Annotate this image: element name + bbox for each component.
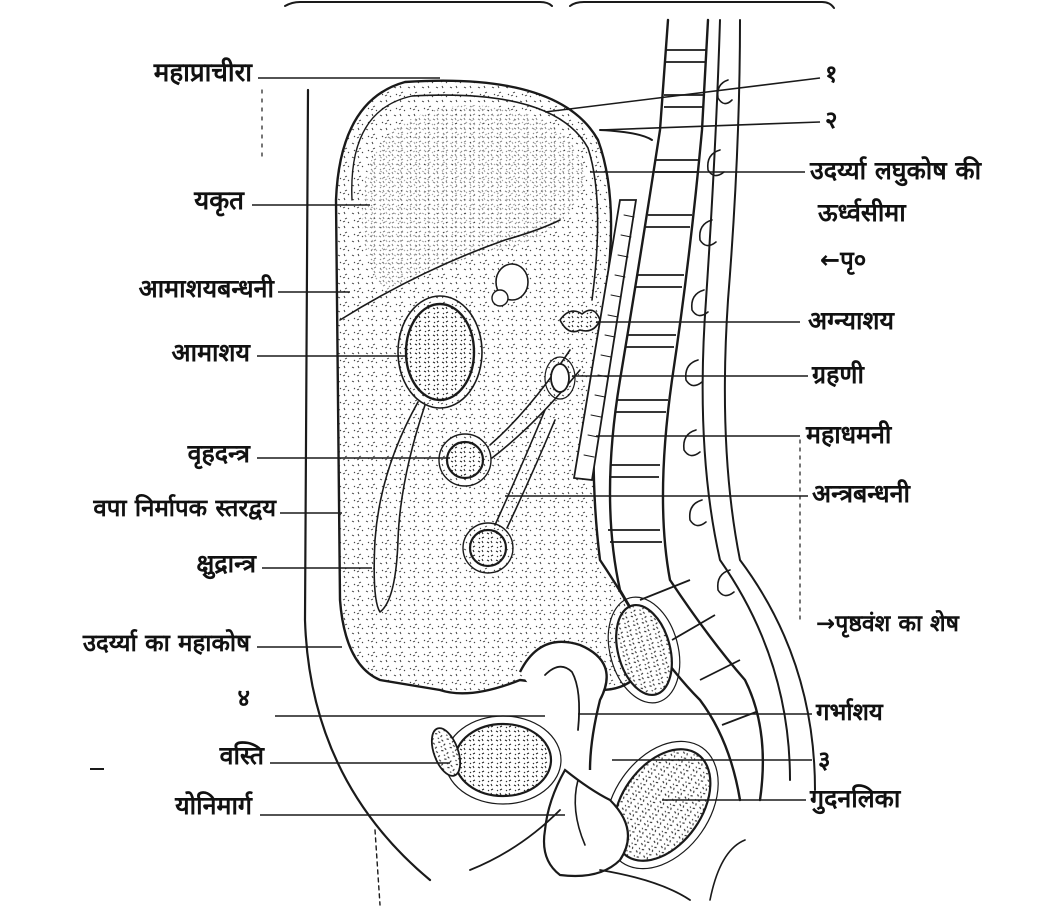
- label-mesentery: अन्त्रबन्धनी: [812, 481, 910, 506]
- label-stomach: आमाशय: [92, 340, 250, 365]
- label-number-3: ३: [818, 748, 830, 772]
- label-rest-of-spine: →पृष्ठवंश का शेष: [816, 613, 959, 636]
- label-lesser-sac-upper-boundary: उदर्य्या लघुकोष की: [810, 158, 981, 183]
- label-uterus: गर्भाशय: [816, 700, 883, 724]
- label-liver: यकृत: [92, 188, 244, 214]
- label-aorta: महाधमनी: [806, 422, 891, 447]
- top-brackets: [285, 2, 834, 8]
- label-bladder: वस्ति: [120, 743, 264, 768]
- label-omentum-layers: वपा निर्मापक स्तरद्वय: [0, 496, 276, 520]
- label-number-1: १: [825, 62, 837, 86]
- label-greater-sac: उदर्य्या का महाकोष: [0, 631, 250, 655]
- label-pancreas: अग्न्याशय: [808, 308, 894, 333]
- label-number-4: ४: [200, 686, 250, 710]
- label-vertebra-reference: ←पृ०: [820, 248, 866, 272]
- dash-mark: [90, 768, 104, 770]
- label-small-intestine: क्षुद्रान्त्र: [92, 551, 256, 576]
- label-diaphragm: महाप्राचीरा: [92, 60, 252, 86]
- label-gastric-ligament: आमाशयबन्धनी: [18, 276, 274, 301]
- label-vagina: योनिमार्ग: [60, 793, 252, 818]
- label-number-2: २: [825, 108, 837, 132]
- label-large-intestine: वृहदन्त्र: [92, 441, 250, 466]
- label-duodenum: ग्रहणी: [812, 362, 864, 387]
- label-lesser-sac-upper-boundary-cont: ऊर्ध्वसीमा: [818, 200, 906, 225]
- label-rectum: गुदनलिका: [810, 786, 900, 811]
